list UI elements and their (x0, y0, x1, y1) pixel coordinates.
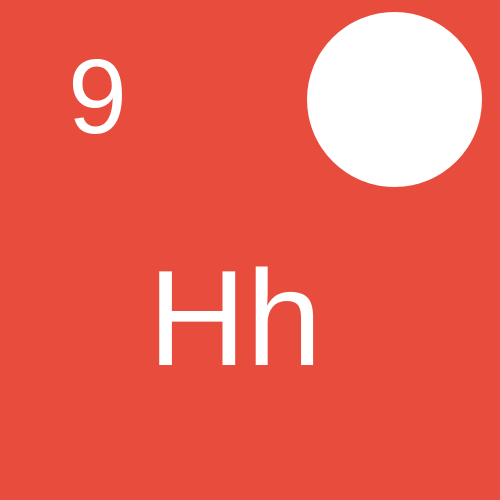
tile-symbol: Hh (148, 242, 322, 394)
tile-number: 9 (68, 38, 127, 156)
circle-icon (307, 12, 482, 187)
